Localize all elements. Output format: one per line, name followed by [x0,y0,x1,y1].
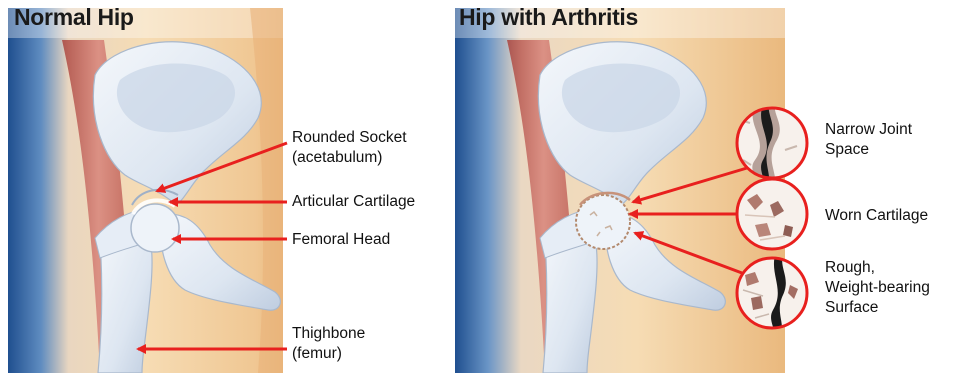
normal-hip-illustration [0,0,455,373]
normal-hip-title: Normal Hip [14,4,134,31]
label-narrow-joint-space: Narrow Joint Space [825,120,912,160]
label-rounded-socket: Rounded Socket (acetabulum) [292,128,407,168]
label-femoral-head: Femoral Head [292,230,390,250]
zoom-circle-worn-cartilage [737,179,807,249]
arthritic-femoral-head [576,195,630,249]
label-articular-cartilage: Articular Cartilage [292,192,415,212]
femoral-head [131,204,179,252]
arthritis-hip-title: Hip with Arthritis [459,4,638,31]
label-rough-surface: Rough, Weight-bearing Surface [825,258,930,318]
normal-hip-panel: Normal Hip Rounded Socket (acetabulum) A… [0,0,455,373]
arthritis-hip-panel: Hip with Arthritis Narrow Joint Space Wo… [455,0,964,373]
label-worn-cartilage: Worn Cartilage [825,206,928,226]
label-thighbone: Thighbone (femur) [292,324,365,364]
